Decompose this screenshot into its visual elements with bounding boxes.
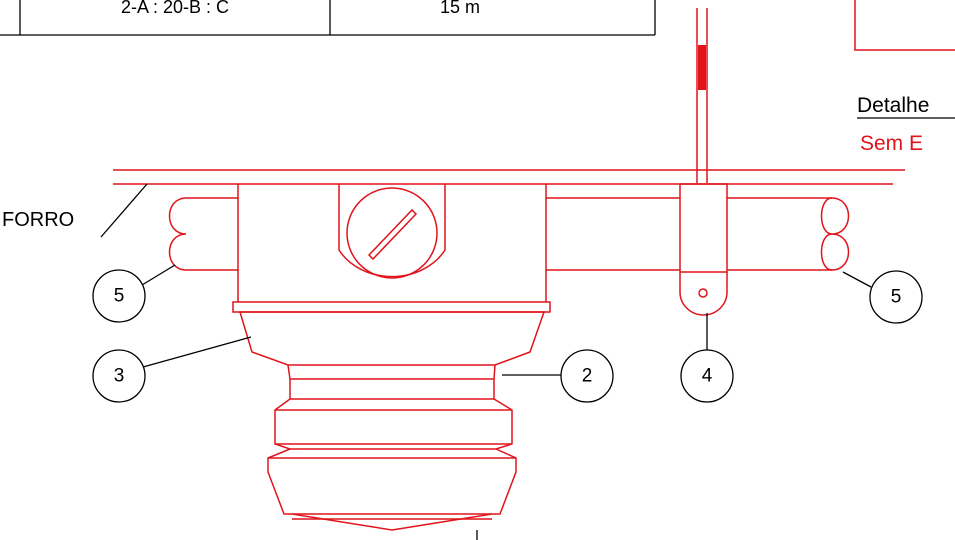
threaded-rod bbox=[696, 8, 708, 183]
callout-leader bbox=[842, 271, 872, 288]
smoke-detector bbox=[238, 311, 546, 531]
detector-collar bbox=[289, 378, 495, 400]
clamp-body bbox=[679, 183, 728, 273]
conduit-break bbox=[820, 197, 850, 271]
callout-circle bbox=[92, 349, 146, 403]
callout-circle bbox=[560, 349, 614, 403]
ceiling-leader bbox=[100, 183, 148, 238]
callout-leader bbox=[142, 336, 252, 368]
detector-neck bbox=[493, 364, 496, 380]
callout-5-left: 5 bbox=[92, 269, 146, 323]
callout-number: 3 bbox=[114, 366, 125, 387]
detail-subtitle: Sem E bbox=[860, 132, 923, 155]
base-flange bbox=[232, 301, 551, 313]
callout-4: 4 bbox=[680, 349, 734, 403]
rod-thread bbox=[698, 45, 706, 90]
conduit-break bbox=[168, 197, 187, 271]
detector-head-lower bbox=[267, 448, 517, 515]
callout-leader bbox=[141, 264, 176, 286]
detail-title: Detalhe bbox=[857, 94, 929, 117]
callout-number: 5 bbox=[891, 287, 902, 308]
pipe-clamp bbox=[679, 183, 728, 316]
leader-lines bbox=[100, 183, 872, 540]
callout-3: 3 bbox=[92, 349, 146, 403]
detector-dome bbox=[291, 513, 393, 531]
callout-circle bbox=[680, 349, 734, 403]
clamp-tab bbox=[679, 272, 728, 316]
detector-base bbox=[238, 311, 546, 366]
cover-plug bbox=[338, 184, 446, 278]
detector-neck bbox=[287, 364, 291, 380]
plug-slot bbox=[367, 208, 418, 261]
callout-2: 2 bbox=[560, 349, 614, 403]
callout-number: 5 bbox=[114, 286, 125, 307]
conduit-left bbox=[168, 197, 238, 271]
detector-dome bbox=[391, 513, 493, 531]
detail-box: Detalhe Sem E bbox=[854, 0, 955, 155]
spec-table: 2-A : 20-B : C 15 m bbox=[0, 0, 656, 36]
clamp-hole bbox=[698, 288, 708, 298]
ceiling-label: FORRO bbox=[2, 209, 74, 231]
table-cell-extinguisher-rating: 2-A : 20-B : C bbox=[121, 0, 229, 17]
callout-number: 4 bbox=[702, 366, 713, 387]
detector-head-upper bbox=[274, 398, 513, 450]
callout-5-right: 5 bbox=[869, 270, 923, 324]
conduit-right bbox=[546, 197, 850, 271]
junction-box bbox=[232, 184, 551, 313]
ceiling bbox=[113, 169, 905, 185]
callout-circle bbox=[869, 270, 923, 324]
table-cell-distance: 15 m bbox=[440, 0, 480, 17]
callout-number: 2 bbox=[582, 366, 593, 387]
callout-circle bbox=[92, 269, 146, 323]
plug-cap bbox=[346, 187, 438, 279]
detail-frame bbox=[854, 0, 955, 51]
